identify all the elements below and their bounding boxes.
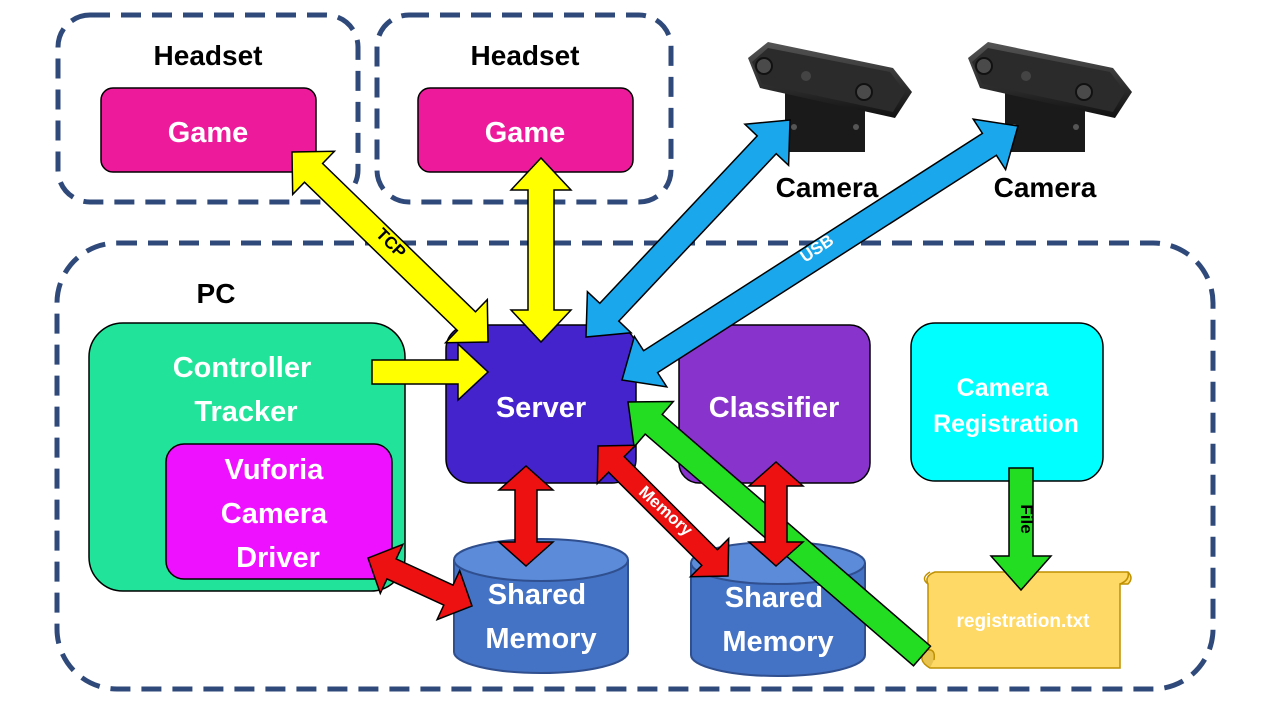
camera-registration-box (910, 322, 1104, 482)
shared-memory-1-label: Shared Memory (485, 579, 596, 655)
game-2-label: Game (485, 117, 566, 149)
game-1-box (100, 87, 317, 173)
arrow-vuforia-sharedmem1 (367, 543, 473, 621)
shared-memory-1-line-2: Memory (485, 623, 596, 655)
file-arrow-registration-to-file (989, 467, 1053, 592)
controller-tracker-line-2: Tracker (194, 396, 297, 428)
usb-arrow-camera2-server (621, 118, 1019, 388)
memory-arrow-server-sharedmem2 (596, 444, 730, 578)
tcp-arrow-game1-server (291, 150, 489, 344)
camera-registration-label: Camera Registration (933, 374, 1079, 438)
headset-2-container (374, 12, 674, 205)
registration-file-label: registration.txt (956, 611, 1090, 632)
arrow-server-sharedmem1 (497, 464, 555, 568)
vuforia-line-2: Camera (221, 498, 328, 530)
vuforia-driver-label: Vuforia Camera Driver (221, 454, 335, 574)
shared-memory-1 (453, 538, 629, 674)
camera-registration-line-1: Camera (957, 374, 1050, 402)
registration-file-scroll (921, 571, 1132, 669)
shared-memory-2-line-2: Memory (722, 626, 833, 658)
camera-1-image (748, 42, 912, 152)
game-2-box (417, 87, 634, 173)
shared-memory-2-label: Shared Memory (722, 582, 833, 658)
pc-title: PC (197, 278, 236, 309)
memory-label: Memory (635, 482, 697, 540)
file-label: File (1017, 504, 1036, 533)
controller-tracker-label: Controller Tracker (173, 352, 320, 428)
connection-arrows (291, 118, 1053, 667)
camera-1-label: Camera (776, 172, 879, 203)
shared-memory-1-line-1: Shared (488, 579, 586, 611)
arrow-classifier-sharedmem2 (747, 460, 805, 568)
camera-2-image (968, 42, 1132, 152)
server-label: Server (496, 392, 586, 424)
vuforia-line-1: Vuforia (225, 454, 325, 486)
arrow-game2-server (509, 156, 573, 344)
camera-2-label: Camera (994, 172, 1097, 203)
headset-2-title: Headset (471, 40, 580, 71)
game-1-label: Game (168, 117, 249, 149)
usb-arrow-camera1-server (585, 119, 791, 338)
headset-1-container (55, 12, 361, 205)
controller-tracker-line-1: Controller (173, 352, 312, 384)
classifier-label: Classifier (709, 392, 840, 424)
vuforia-line-3: Driver (236, 542, 320, 574)
headset-1-title: Headset (154, 40, 263, 71)
arrow-controller-to-server (371, 342, 490, 402)
shared-memory-2-line-1: Shared (725, 582, 823, 614)
vuforia-driver-box (165, 443, 393, 580)
camera-registration-line-2: Registration (933, 410, 1079, 438)
